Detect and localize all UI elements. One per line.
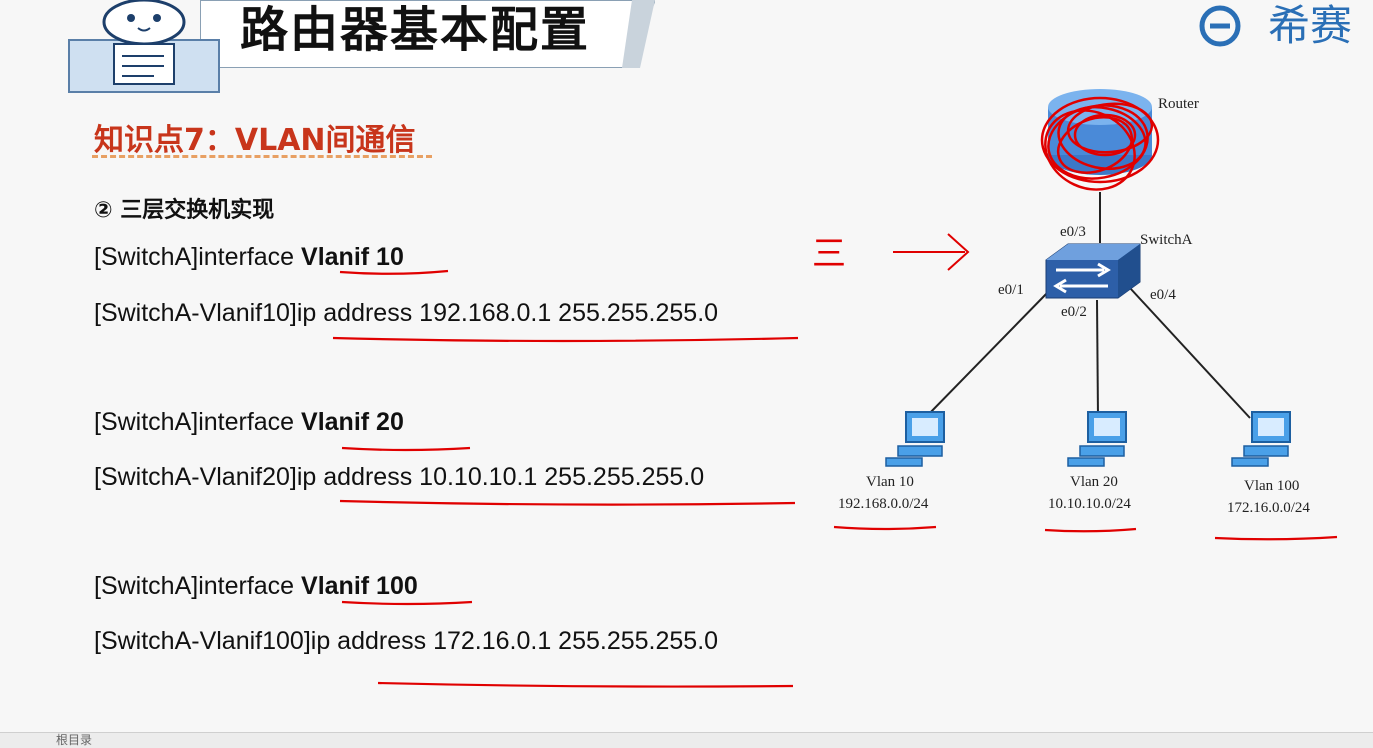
vlan-name: Vlan 20 [1070, 474, 1118, 490]
slide: 路由器基本配置 希赛 知识点7：VLAN间通信 ② 三层交换机实现 [Switc… [68, 0, 1353, 688]
command-line: [SwitchA]interface Vlanif 20 [94, 408, 404, 436]
pc-icon [1067, 411, 1127, 467]
vlan-subnet: 10.10.10.0/24 [1048, 496, 1131, 512]
subhead: ② 三层交换机实现 [94, 198, 275, 223]
command-line: [SwitchA-Vlanif10]ip address 192.168.0.1… [94, 299, 719, 327]
command-line: [SwitchA]interface Vlanif 100 [94, 572, 418, 600]
section-title: 知识点7：VLAN间通信 [94, 123, 416, 158]
xisai-logo-icon [1199, 5, 1241, 47]
switch-icon [1045, 243, 1141, 299]
red-scribble [1040, 96, 1160, 191]
link-e01 [924, 289, 1051, 419]
title-banner [200, 0, 655, 68]
vlan-subnet: 192.168.0.0/24 [838, 496, 929, 512]
vlan-name: Vlan 100 [1244, 478, 1300, 494]
router-label: Router [1158, 96, 1199, 112]
port-label-e03: e0/3 [1060, 224, 1086, 240]
annotation-mark: 三 [812, 234, 846, 274]
pc-icon [885, 411, 945, 467]
vlan-subnet: 172.16.0.0/24 [1227, 500, 1310, 516]
router-icon [1048, 89, 1152, 175]
taskbar: 根目录 [0, 732, 1373, 748]
command-line: [SwitchA]interface Vlanif 10 [94, 243, 404, 271]
switch-label: SwitchA [1140, 232, 1193, 248]
arrow-annotation [893, 233, 970, 271]
section-underline [92, 155, 432, 158]
pc-icon [1231, 411, 1291, 467]
vlan-name: Vlan 10 [866, 474, 914, 490]
page-title: 路由器基本配置 [240, 2, 591, 58]
command-line: [SwitchA-Vlanif20]ip address 10.10.10.1 … [94, 463, 705, 491]
taskbar-label[interactable]: 根目录 [56, 733, 93, 747]
port-label-e02: e0/2 [1061, 304, 1087, 320]
logo-text: 希赛 [1268, 1, 1353, 50]
command-line: [SwitchA-Vlanif100]ip address 172.16.0.1… [94, 627, 719, 655]
link-e02 [1096, 299, 1099, 419]
port-label-e01: e0/1 [998, 282, 1024, 298]
link-e04 [1129, 287, 1251, 419]
port-label-e04: e0/4 [1150, 287, 1176, 303]
cat-mascot-icon [68, 0, 220, 93]
